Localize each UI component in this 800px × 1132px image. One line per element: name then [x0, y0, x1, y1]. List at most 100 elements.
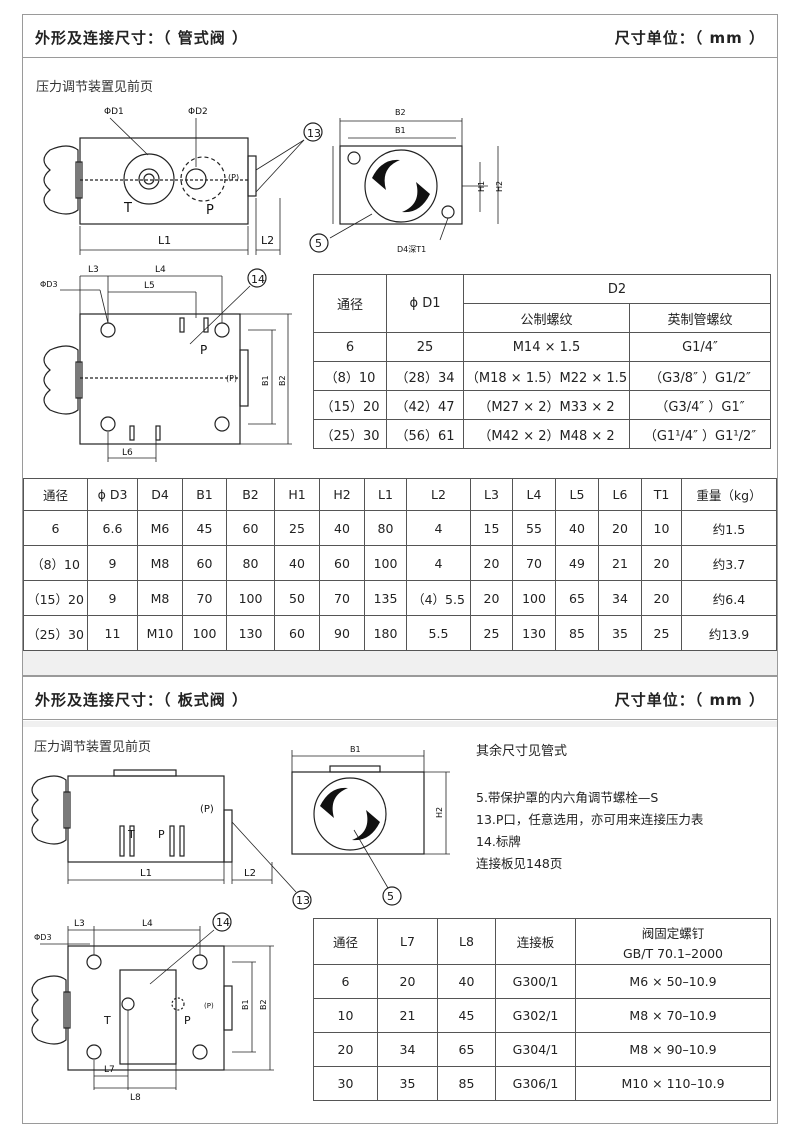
th: L2 — [406, 478, 471, 511]
cell: 约6.4 — [681, 580, 777, 616]
th: H2 — [319, 478, 365, 511]
table-header-row: 通径 L7 L8 连接板 阀固定螺钉 GB/T 70.1–2000 — [313, 918, 771, 965]
label-b2: B2 — [395, 108, 406, 117]
label-d4t1: D4深T1 — [397, 245, 426, 254]
cell: G1/4″ — [629, 332, 771, 362]
label-l1-plate: L1 — [140, 868, 152, 879]
label-p: P — [206, 203, 214, 218]
cell: 5.5 — [406, 615, 471, 651]
cell: 100 — [182, 615, 227, 651]
cell: 6 — [313, 964, 378, 999]
label-l6: L6 — [122, 448, 133, 458]
cell: 34 — [377, 1032, 438, 1067]
th: L8 — [437, 918, 496, 965]
label-b1-bottom: B1 — [261, 375, 270, 386]
th: L7 — [377, 918, 438, 965]
table-row: （8）10 （28）34 （M18 × 1.5）M22 × 1.5 （G3/8″… — [313, 361, 771, 391]
label-d2: ΦD2 — [188, 107, 208, 117]
label-b1-bottom-plate: B1 — [241, 999, 250, 1010]
label-p-plate: P — [158, 828, 165, 841]
cell: G306/1 — [495, 1066, 576, 1101]
table-row: （15）20 （42）47 （M27 × 2）M33 × 2 （G3/4″ ）G… — [313, 390, 771, 420]
callout-14: 14 — [251, 273, 265, 286]
label-l7-plate: L7 — [104, 1065, 115, 1075]
th: B1 — [182, 478, 227, 511]
cell: 40 — [319, 510, 365, 546]
bore-d1-d2-table: 通径 ϕ D1 D2 公制螺纹 英制管螺纹 6 25 M14 × 1.5 G1/… — [313, 274, 771, 449]
label-p-port-plate: (P) — [200, 804, 214, 815]
cell: 130 — [226, 615, 275, 651]
cell: 65 — [437, 1032, 496, 1067]
section1-gray-band — [23, 651, 777, 675]
cell: 25 — [641, 615, 682, 651]
th: L4 — [512, 478, 556, 511]
label-b1-plate: B1 — [350, 745, 361, 754]
cell: 30 — [313, 1066, 378, 1101]
label-l5: L5 — [144, 281, 155, 291]
label-l8-plate: L8 — [130, 1093, 141, 1103]
side-note-1: 其余尺寸见管式 — [476, 744, 568, 759]
cell: 21 — [377, 998, 438, 1033]
cell: 20 — [470, 580, 513, 616]
table-row: （25）30 （56）61 （M42 × 2）M48 × 2 （G1¹/4″ ）… — [313, 419, 771, 449]
cell: 20 — [313, 1032, 378, 1067]
cell: M6 × 50–10.9 — [575, 964, 771, 999]
label-l1: L1 — [158, 234, 171, 247]
side-note-4: 14.标牌 — [476, 834, 521, 849]
cell: 15 — [470, 510, 513, 546]
cell: M10 — [137, 615, 183, 651]
cell: 50 — [274, 580, 320, 616]
section1-title: 外形及连接尺寸：（ 管式阀 ） — [35, 29, 248, 47]
label-t-bottom-plate: T — [103, 1014, 111, 1027]
cell: 20 — [641, 545, 682, 581]
label-b2-bottom-plate: B2 — [259, 999, 268, 1010]
cell: 6.6 — [87, 510, 138, 546]
label-t-plate: T — [127, 828, 135, 841]
section1-unit: 尺寸单位：（ mm ） — [614, 29, 765, 47]
cell: （M42 × 2）M48 × 2 — [463, 419, 630, 449]
cell: 4 — [406, 545, 471, 581]
cell: （15）20 — [23, 580, 88, 616]
cell: 90 — [319, 615, 365, 651]
callout-13-plate: 13 — [296, 894, 310, 907]
cell: 85 — [437, 1066, 496, 1101]
th-imperial: 英制管螺纹 — [629, 303, 771, 333]
label-d1: ΦD1 — [104, 107, 124, 117]
cell: （8）10 — [313, 361, 387, 391]
cell: M8 — [137, 580, 183, 616]
side-note-5: 连接板见148页 — [476, 856, 563, 871]
cell: 20 — [377, 964, 438, 999]
cell: M8 × 90–10.9 — [575, 1032, 771, 1067]
cell: 60 — [319, 545, 365, 581]
label-h1: H1 — [477, 181, 486, 192]
cell: 10 — [313, 998, 378, 1033]
callout-14-plate: 14 — [216, 916, 230, 929]
label-p-port-bottom: (P) — [226, 374, 237, 383]
cell: 10 — [641, 510, 682, 546]
cell: 135 — [364, 580, 407, 616]
cell: M10 × 110–10.9 — [575, 1066, 771, 1101]
th-d1: ϕ D1 — [386, 274, 464, 333]
side-note-2: 5.带保护罩的内六角调节螺栓—S — [476, 790, 659, 805]
th: ϕ D3 — [87, 478, 138, 511]
label-l2: L2 — [261, 234, 274, 247]
cell: 80 — [364, 510, 407, 546]
label-l4: L4 — [155, 265, 166, 275]
label-p-port: (P) — [228, 173, 239, 182]
cell: 35 — [377, 1066, 438, 1101]
label-t: T — [123, 201, 132, 216]
label-b1: B1 — [395, 126, 406, 135]
cell: 80 — [226, 545, 275, 581]
th: 通径 — [313, 918, 378, 965]
section2-unit: 尺寸单位：（ mm ） — [614, 691, 765, 709]
cell: 约1.5 — [681, 510, 777, 546]
label-p-bottom: P — [200, 343, 207, 357]
